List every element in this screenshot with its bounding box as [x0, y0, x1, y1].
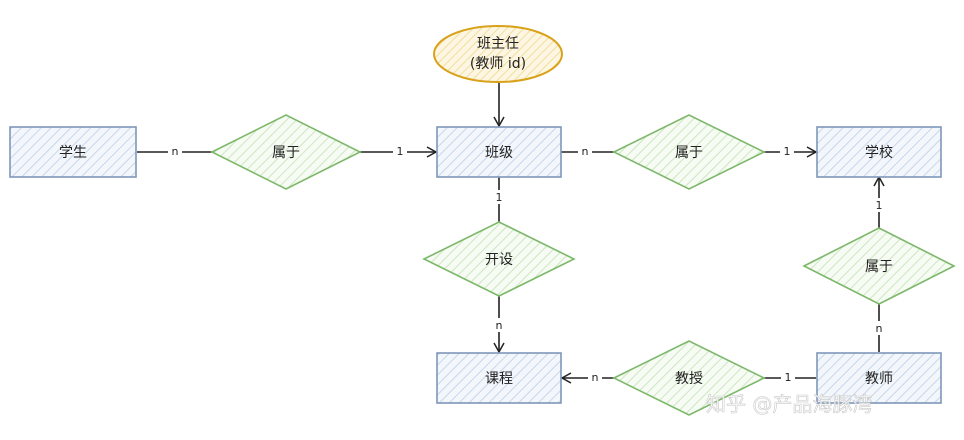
relation-class-course: 开设	[422, 221, 576, 297]
entity-teacher: 教师	[816, 352, 942, 404]
entity-student: 学生	[9, 126, 137, 178]
watermark: 知乎 @产品海豚湾	[706, 392, 872, 416]
entity-course-label: 课程	[485, 371, 513, 387]
entity-class-label: 班级	[485, 145, 513, 161]
cardinality-class-to-course: 1	[496, 191, 503, 204]
cardinality-teacher-to-course: 1	[785, 371, 792, 384]
relation-student-class-label: 属于	[272, 145, 300, 161]
relation-student-class: 属于	[210, 114, 362, 190]
cardinality-teacher-to-school: n	[876, 322, 883, 335]
cardinality-school-from-class: 1	[784, 145, 791, 158]
cardinality-class-to-school: n	[582, 145, 589, 158]
relation-teacher-school-label: 属于	[865, 259, 893, 275]
relation-class-school-label: 属于	[675, 145, 703, 161]
cardinality-labels: n 1 n 1 1 n 1 n 1 n	[168, 144, 886, 384]
entity-teacher-label: 教师	[865, 371, 893, 387]
entity-school: 学校	[816, 126, 942, 178]
cardinality-course-from-teacher: n	[592, 371, 599, 384]
cardinality-class-from-student: 1	[397, 145, 404, 158]
attribute-head-teacher: 班主任 (教师 id)	[433, 25, 563, 83]
relation-class-school: 属于	[612, 114, 766, 190]
entity-class: 班级	[436, 126, 562, 178]
attribute-label-line2: (教师 id)	[470, 56, 526, 72]
entity-course: 课程	[436, 352, 562, 404]
cardinality-course-from-class: n	[496, 319, 503, 332]
relation-teacher-school: 属于	[802, 227, 956, 305]
cardinality-student-side: n	[172, 145, 179, 158]
entity-school-label: 学校	[865, 144, 893, 161]
relation-teacher-course-label: 教授	[675, 371, 703, 387]
relation-class-course-label: 开设	[485, 252, 513, 268]
attribute-label-line1: 班主任	[477, 36, 519, 52]
entity-student-label: 学生	[59, 145, 87, 161]
relation-teacher-course: 教授	[612, 340, 766, 416]
cardinality-school-from-teacher: 1	[876, 199, 883, 212]
